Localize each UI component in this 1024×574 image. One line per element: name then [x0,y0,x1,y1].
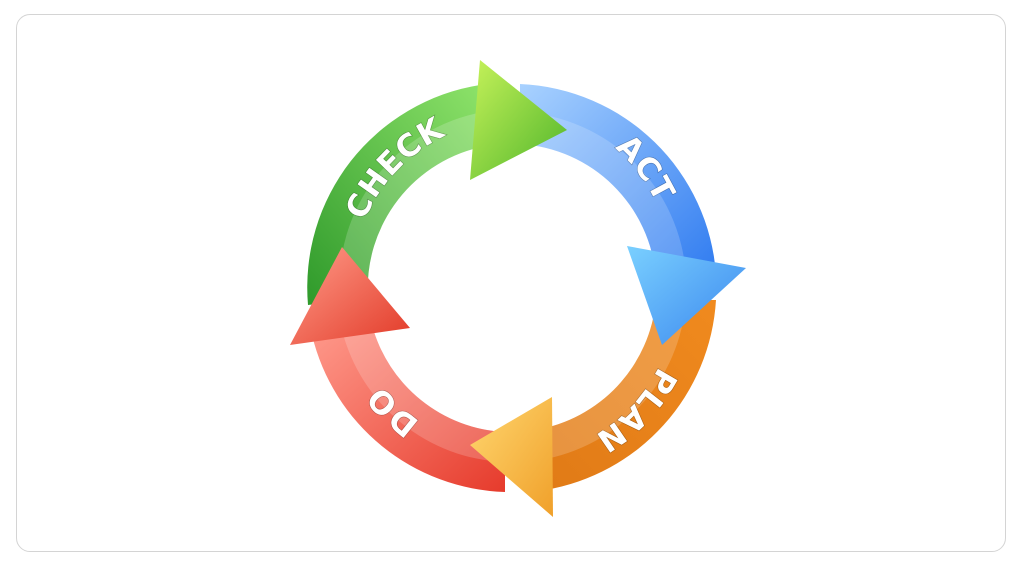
segment-act-band [520,84,716,278]
segment-do [312,325,505,492]
segment-act [520,84,716,278]
segment-check-band [307,85,486,305]
segment-do-highlight [342,325,505,462]
arrowhead-plan-to-do [470,397,553,517]
arrowhead-act-to-plan [627,246,746,345]
segment-plan-band [535,300,716,490]
arrowhead-do-to-check [290,247,410,345]
segment-plan-highlight [535,300,686,460]
segment-do-band [312,325,505,492]
segment-plan [535,300,716,490]
arrowhead-check-to-act [470,60,567,180]
